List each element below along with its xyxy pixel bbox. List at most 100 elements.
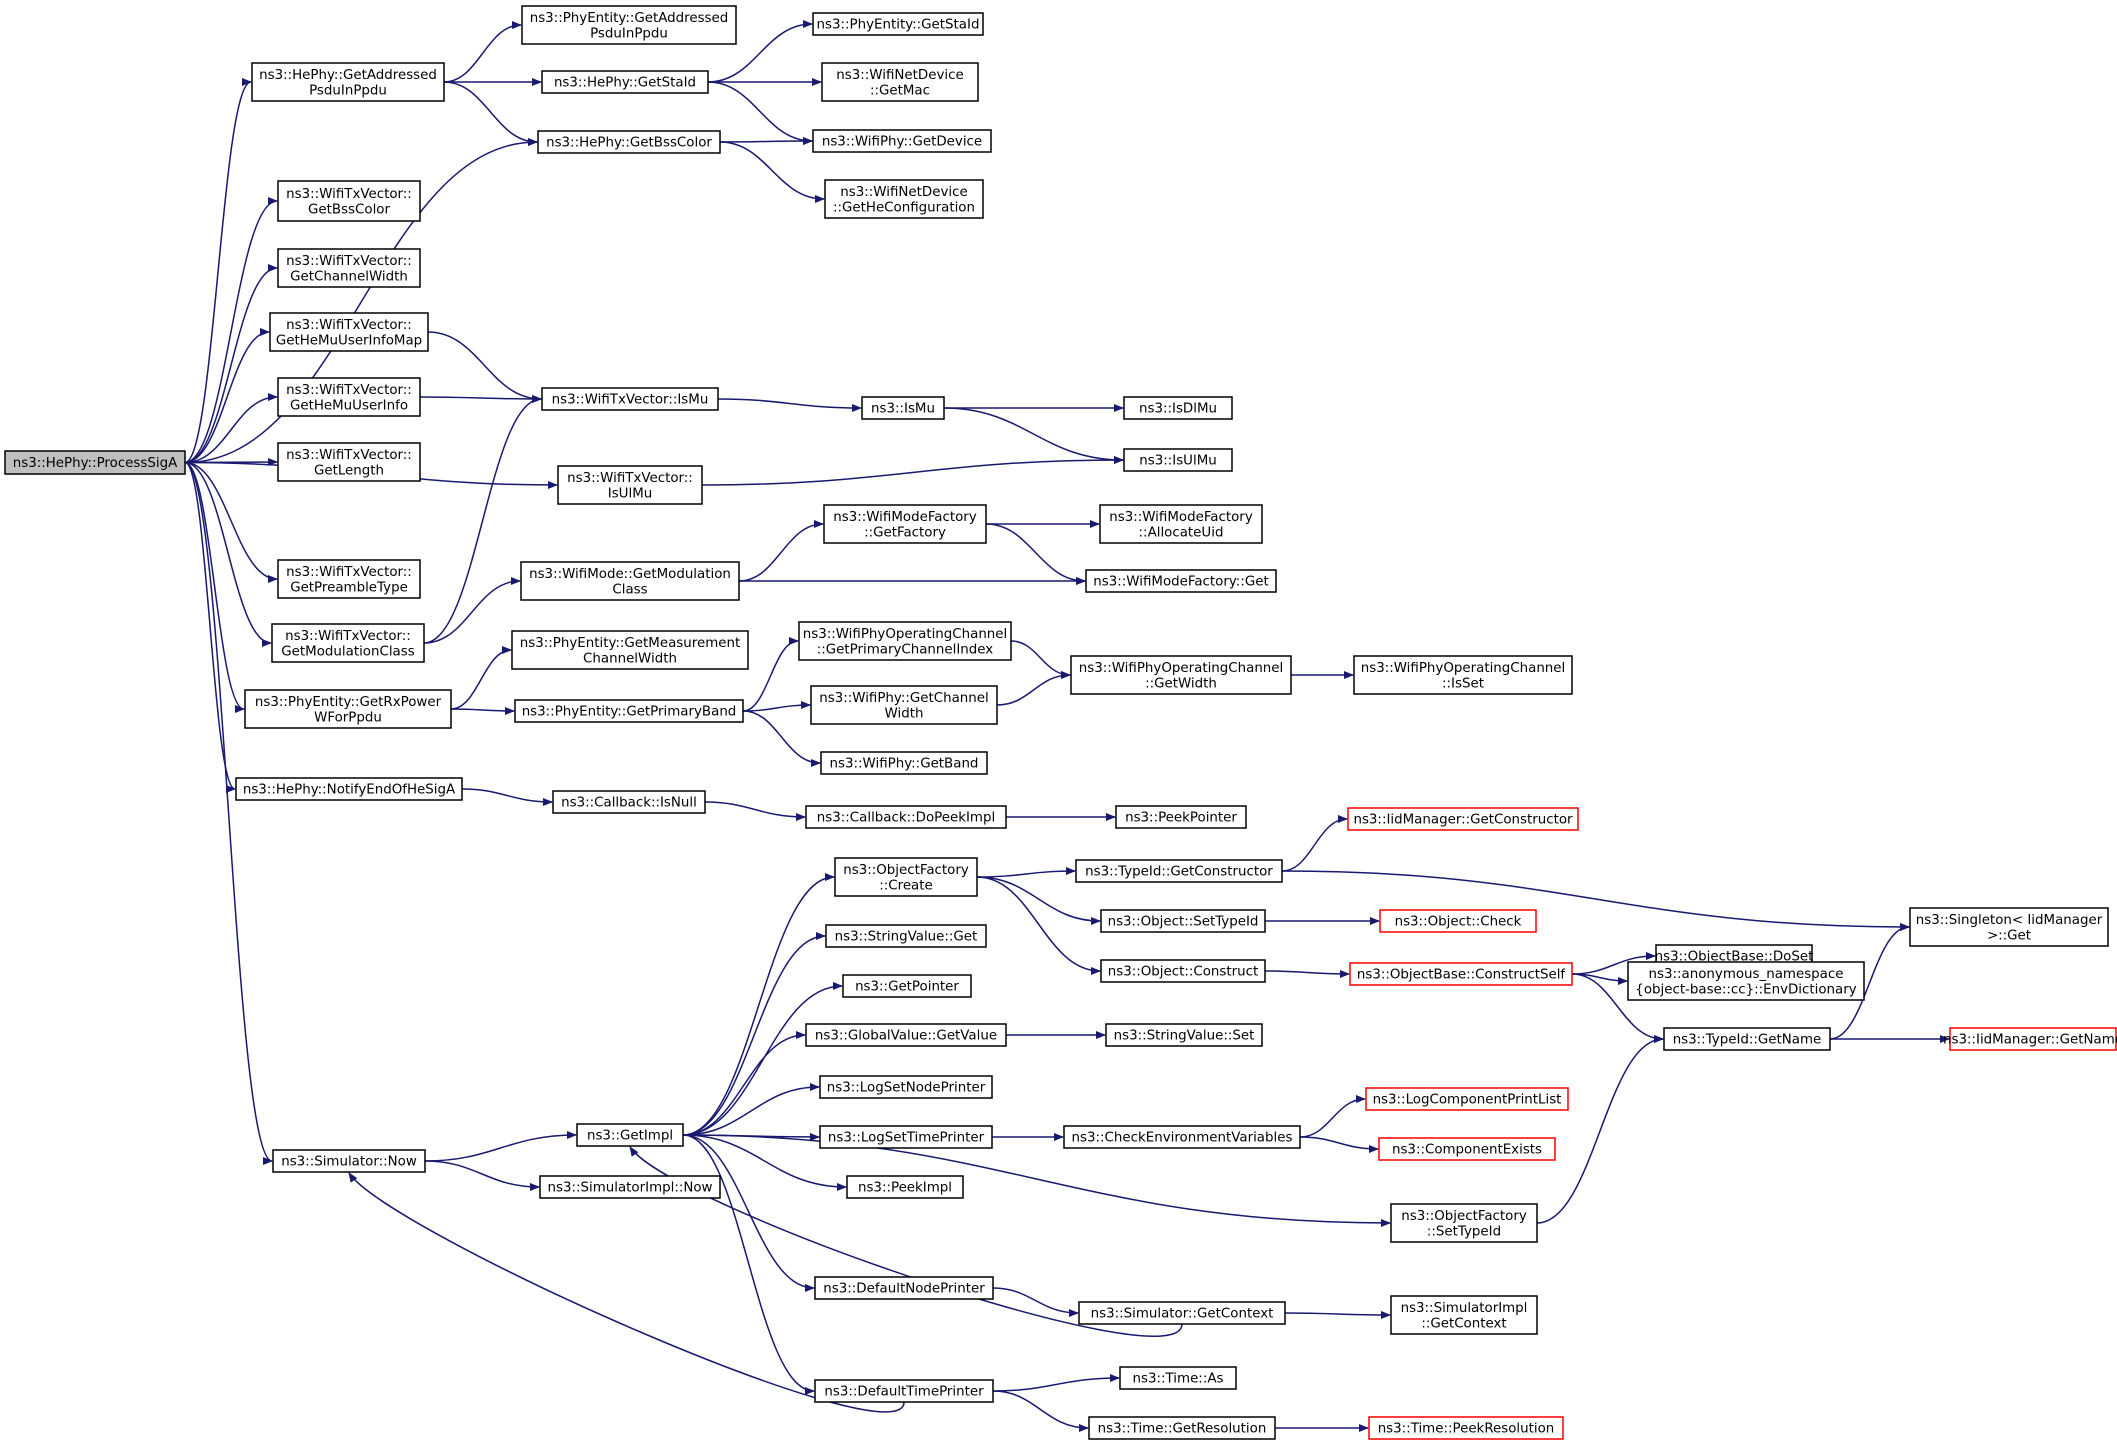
node-isUlMu[interactable]: ns3::IsUlMu — [1123, 448, 1233, 472]
node-objCheck[interactable]: ns3::Object::Check — [1379, 909, 1537, 933]
node-tvIsUlMu[interactable]: ns3::WifiTxVector::IsUlMu — [557, 465, 703, 505]
node-getPointer[interactable]: ns3::GetPointer — [842, 974, 972, 998]
node-wmfAllocateUid[interactable]: ns3::WifiModeFactory::AllocateUid — [1099, 504, 1263, 544]
node-heGetStaId[interactable]: ns3::HePhy::GetStaId — [541, 70, 709, 94]
node-tvIsMu[interactable]: ns3::WifiTxVector::IsMu — [541, 387, 719, 411]
node-box-simImplGetContext — [1390, 1295, 1538, 1335]
node-label-wpGetChannelWidth-line-0: ns3::WifiPhy::GetChannel — [819, 691, 988, 706]
node-wpocGetWidth[interactable]: ns3::WifiPhyOperatingChannel::GetWidth — [1070, 655, 1292, 695]
node-isDlMu[interactable]: ns3::IsDlMu — [1123, 396, 1233, 420]
node-timeAs[interactable]: ns3::Time::As — [1119, 1366, 1237, 1390]
node-wndGetMac[interactable]: ns3::WifiNetDevice::GetMac — [821, 62, 979, 102]
node-peekPointer[interactable]: ns3::PeekPointer — [1115, 805, 1247, 829]
node-peekImpl[interactable]: ns3::PeekImpl — [846, 1175, 964, 1199]
node-getImpl[interactable]: ns3::GetImpl — [576, 1123, 684, 1147]
node-tvGetBssColor[interactable]: ns3::WifiTxVector::GetBssColor — [277, 180, 421, 222]
node-timePeekResolution[interactable]: ns3::Time::PeekResolution — [1368, 1416, 1564, 1440]
node-wpGetBand[interactable]: ns3::WifiPhy::GetBand — [820, 751, 988, 775]
node-label-ofCreate-line-0: ns3::ObjectFactory — [843, 863, 969, 878]
node-timeGetResolution[interactable]: ns3::Time::GetResolution — [1088, 1416, 1276, 1440]
node-logSetTimePrinter[interactable]: ns3::LogSetTimePrinter — [819, 1125, 993, 1149]
node-wpGetChannelWidth[interactable]: ns3::WifiPhy::GetChannelWidth — [810, 685, 998, 725]
node-componentExists[interactable]: ns3::ComponentExists — [1378, 1137, 1556, 1161]
node-tvGetHeMuUserInfo[interactable]: ns3::WifiTxVector::GetHeMuUserInfo — [277, 377, 421, 417]
node-tidGetConstructor[interactable]: ns3::TypeId::GetConstructor — [1075, 859, 1283, 883]
edge-peGetRxPower-to-peGetPrimaryBand — [450, 706, 515, 715]
node-box-wmGetModClass — [520, 561, 740, 601]
node-defaultTimePrinter[interactable]: ns3::DefaultTimePrinter — [814, 1379, 994, 1403]
node-heGetBssColor[interactable]: ns3::HePhy::GetBssColor — [537, 130, 721, 154]
node-envDictionary[interactable]: ns3::anonymous_namespace{object-base::cc… — [1627, 961, 1865, 1001]
node-label-ofSetTypeId-line-0: ns3::ObjectFactory — [1401, 1209, 1527, 1224]
edge-heNotifyEnd-to-cbIsNull — [461, 788, 553, 806]
node-simImplGetContext[interactable]: ns3::SimulatorImpl::GetContext — [1390, 1295, 1538, 1335]
node-label-objSetTypeId-line-0: ns3::Object::SetTypeId — [1108, 915, 1259, 930]
node-label-tvGetLength-line-0: ns3::WifiTxVector:: — [286, 448, 412, 463]
node-tvGetPreambleType[interactable]: ns3::WifiTxVector::GetPreambleType — [277, 559, 421, 599]
edge-simGetContext-to-simImplGetContext — [1284, 1310, 1391, 1319]
node-tvGetModClass[interactable]: ns3::WifiTxVector::GetModulationClass — [271, 623, 425, 663]
node-label-simGetContext-line-0: ns3::Simulator::GetContext — [1091, 1307, 1274, 1322]
node-peGetStaId[interactable]: ns3::PhyEntity::GetStaId — [812, 12, 984, 36]
node-singletonGet[interactable]: ns3::Singleton< IidManager>::Get — [1909, 907, 2109, 947]
node-box-peGetRxPower — [244, 689, 452, 729]
node-tvGetLength[interactable]: ns3::WifiTxVector::GetLength — [277, 442, 421, 482]
node-objSetTypeId[interactable]: ns3::Object::SetTypeId — [1100, 909, 1266, 933]
node-wpocIsSet[interactable]: ns3::WifiPhyOperatingChannel::IsSet — [1353, 655, 1573, 695]
node-simGetContext[interactable]: ns3::Simulator::GetContext — [1078, 1301, 1286, 1325]
node-simImplNow[interactable]: ns3::SimulatorImpl::Now — [539, 1175, 721, 1199]
node-obConstructSelf[interactable]: ns3::ObjectBase::ConstructSelf — [1349, 962, 1573, 986]
node-heNotifyEnd[interactable]: ns3::HePhy::NotifyEndOfHeSigA — [235, 777, 463, 801]
node-cbIsNull[interactable]: ns3::Callback::IsNull — [552, 790, 706, 814]
node-label-tvGetHeMuUserInfo-line-1: GetHeMuUserInfo — [290, 398, 408, 413]
node-iidGetConstructor[interactable]: ns3::IidManager::GetConstructor — [1347, 807, 1579, 831]
node-wmfGet[interactable]: ns3::WifiModeFactory::Get — [1085, 569, 1277, 593]
node-label-heGetBssColor-line-0: ns3::HePhy::GetBssColor — [546, 136, 712, 151]
edge-processSigA-to-heNotifyEnd — [184, 461, 236, 793]
node-svSet[interactable]: ns3::StringValue::Set — [1105, 1023, 1263, 1047]
node-checkEnvVars[interactable]: ns3::CheckEnvironmentVariables — [1063, 1125, 1301, 1149]
node-svGet[interactable]: ns3::StringValue::Get — [825, 924, 987, 948]
edge-processSigA-to-tvGetHeMuUserInfoMap — [184, 328, 270, 464]
node-box-cbDoPeekImpl — [805, 805, 1007, 829]
node-box-obConstructSelf — [1349, 962, 1573, 986]
node-label-gvGetValue-line-0: ns3::GlobalValue::GetValue — [815, 1029, 997, 1044]
node-wndGetHeConfig[interactable]: ns3::WifiNetDevice::GetHeConfiguration — [824, 179, 984, 219]
node-gvGetValue[interactable]: ns3::GlobalValue::GetValue — [805, 1023, 1007, 1047]
node-label-envDictionary-line-0: ns3::anonymous_namespace — [1649, 967, 1844, 982]
node-label-simNow-line-0: ns3::Simulator::Now — [281, 1155, 417, 1170]
node-box-tvGetHeMuUserInfo — [277, 377, 421, 417]
node-box-peGetMeasChWidth — [511, 630, 749, 670]
node-wmfGetFactory[interactable]: ns3::WifiModeFactory::GetFactory — [823, 504, 987, 544]
node-ofCreate[interactable]: ns3::ObjectFactory::Create — [834, 857, 978, 897]
node-isMu[interactable]: ns3::IsMu — [861, 396, 945, 420]
node-label-singletonGet-line-1: >::Get — [1987, 928, 2031, 943]
node-cbDoPeekImpl[interactable]: ns3::Callback::DoPeekImpl — [805, 805, 1007, 829]
node-iidGetName[interactable]: ns3::IidManager::GetName — [1943, 1027, 2117, 1051]
node-wpocGetPrimaryChIdx[interactable]: ns3::WifiPhyOperatingChannel::GetPrimary… — [798, 621, 1012, 661]
node-ofSetTypeId[interactable]: ns3::ObjectFactory::SetTypeId — [1390, 1203, 1538, 1243]
node-simNow[interactable]: ns3::Simulator::Now — [272, 1149, 426, 1173]
node-tidGetName[interactable]: ns3::TypeId::GetName — [1663, 1027, 1831, 1051]
node-defaultNodePrinter[interactable]: ns3::DefaultNodePrinter — [814, 1276, 994, 1300]
node-peGetPrimaryBand[interactable]: ns3::PhyEntity::GetPrimaryBand — [514, 699, 744, 723]
edge-simNow-to-simImplNow — [424, 1160, 540, 1191]
node-box-wpGetChannelWidth — [810, 685, 998, 725]
node-label-wpocGetPrimaryChIdx-line-0: ns3::WifiPhyOperatingChannel — [803, 627, 1008, 642]
edge-processSigA-to-tvGetPreambleType — [184, 461, 278, 583]
node-label-isUlMu-line-0: ns3::IsUlMu — [1139, 454, 1217, 469]
node-wmGetModClass[interactable]: ns3::WifiMode::GetModulationClass — [520, 561, 740, 601]
node-tvGetHeMuUserInfoMap[interactable]: ns3::WifiTxVector::GetHeMuUserInfoMap — [269, 312, 429, 352]
node-objConstruct[interactable]: ns3::Object::Construct — [1100, 959, 1266, 983]
edge-getImpl-to-defaultTimePrinter — [682, 1134, 815, 1395]
node-tvGetChannelWidth[interactable]: ns3::WifiTxVector::GetChannelWidth — [277, 248, 421, 288]
node-peGetMeasChWidth[interactable]: ns3::PhyEntity::GetMeasurementChannelWid… — [511, 630, 749, 670]
node-wpGetDevice[interactable]: ns3::WifiPhy::GetDevice — [812, 129, 992, 153]
node-box-logComponentPrintList — [1365, 1087, 1569, 1111]
node-logSetNodePrinter[interactable]: ns3::LogSetNodePrinter — [819, 1075, 993, 1099]
node-box-wmfGetFactory — [823, 504, 987, 544]
node-logComponentPrintList[interactable]: ns3::LogComponentPrintList — [1365, 1087, 1569, 1111]
